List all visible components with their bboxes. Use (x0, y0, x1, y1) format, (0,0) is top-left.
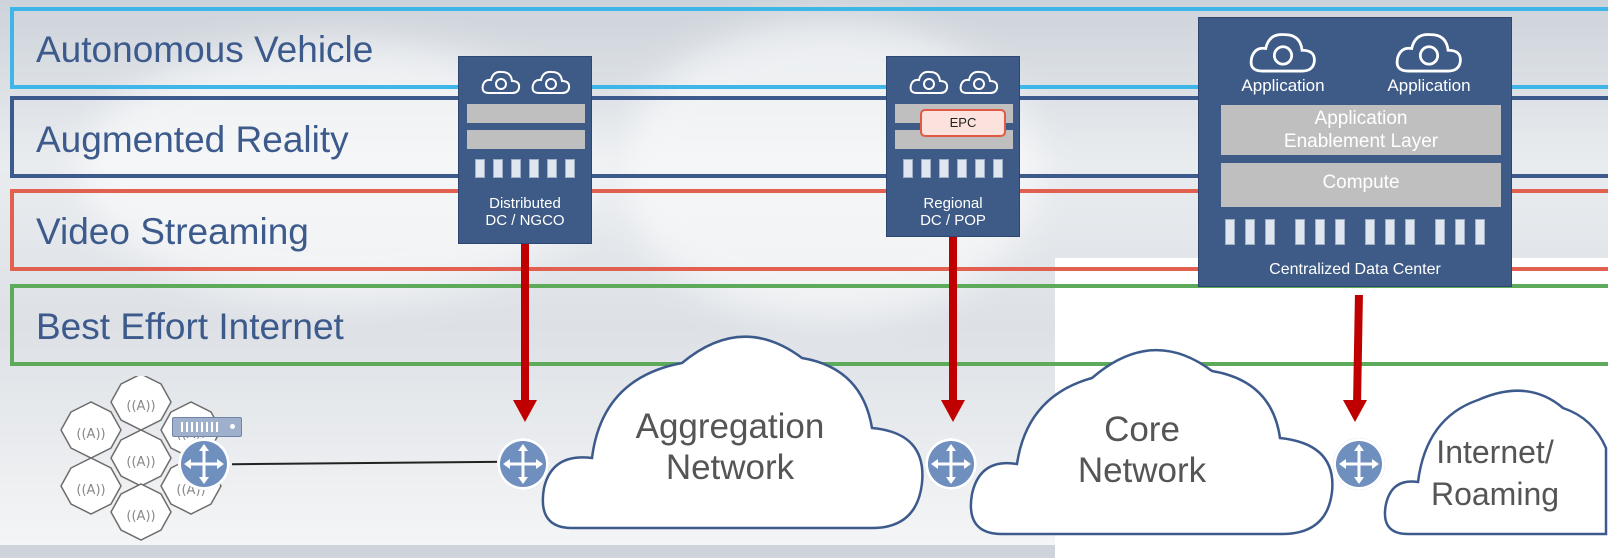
distributed-dc-box: Distributed DC / NGCO (458, 56, 592, 244)
band-label-best-effort-internet: Best Effort Internet (36, 306, 344, 347)
regional-dc-box: Regional DC / POP (886, 56, 1020, 237)
band-label-video-streaming: Video Streaming (36, 211, 309, 252)
application-label-1: Application (1241, 76, 1325, 95)
application-label-2: Application (1387, 76, 1471, 95)
arrow-head-centralized (1343, 400, 1367, 422)
aggregation-network-line1: Aggregation (635, 407, 825, 446)
server-rack-icon (887, 159, 1019, 178)
band-autonomous-vehicle (10, 7, 1608, 89)
cloud-gear-icon (1395, 33, 1462, 73)
core-cloud (969, 349, 1334, 536)
cloud-gear-icon (959, 70, 999, 94)
internet-roaming-line2: Roaming (1430, 476, 1560, 512)
storage-layer (467, 104, 585, 123)
distributed-dc-line1: Distributed (489, 195, 561, 212)
cloud-gear-icon (481, 70, 521, 94)
regional-dc-line2: DC / POP (920, 212, 986, 229)
band-label-autonomous-vehicle: Autonomous Vehicle (36, 29, 374, 70)
arrow-distributed (521, 244, 529, 402)
centralized-dc-label: Centralized Data Center (1269, 261, 1441, 278)
epc-badge: EPC (920, 109, 1006, 137)
internet-cloud (1383, 389, 1608, 536)
enablement-line1: Application (1314, 108, 1408, 129)
server-rack-icon (1199, 219, 1511, 245)
server-rack-icon (459, 159, 591, 178)
arrow-head-regional (941, 400, 965, 422)
enablement-line2: Enablement Layer (1283, 131, 1439, 152)
regional-dc-line1: Regional (923, 195, 983, 212)
aggregation-network-line2: Network (665, 448, 795, 487)
router-icon (178, 438, 230, 490)
arrow-head-distributed (513, 400, 537, 422)
cloud-gear-icon (1249, 33, 1316, 73)
svg-text:((A)): ((A)) (76, 427, 105, 442)
router-icon (925, 438, 977, 490)
compute-label: Compute (1322, 172, 1400, 193)
core-network-line1: Core (1104, 410, 1180, 449)
centralized-dc-box: Application Application Application Enab… (1198, 17, 1512, 287)
router-icon (497, 438, 549, 490)
core-network-line2: Network (1077, 451, 1207, 490)
arrow-regional (949, 237, 957, 402)
svg-text:((A)): ((A)) (126, 455, 155, 470)
band-video-streaming (10, 189, 1608, 271)
compute-layer: Compute (1221, 163, 1501, 207)
cloud-gear-icon (531, 70, 571, 94)
distributed-dc-line2: DC / NGCO (485, 212, 565, 229)
compute-layer (467, 130, 585, 149)
fronthaul-link (231, 460, 508, 466)
band-augmented-reality (10, 96, 1608, 178)
radio-unit-icon (172, 417, 242, 437)
svg-text:((A)): ((A)) (76, 483, 105, 498)
internet-roaming-line1: Internet/ (1436, 434, 1554, 470)
application-enablement-layer: Application Enablement Layer (1221, 105, 1501, 155)
router-icon (1333, 438, 1385, 490)
band-label-augmented-reality: Augmented Reality (36, 119, 349, 160)
cloud-gear-icon (909, 70, 949, 94)
svg-text:((A)): ((A)) (126, 509, 155, 524)
aggregation-cloud (541, 335, 924, 530)
svg-text:((A)): ((A)) (126, 399, 155, 414)
